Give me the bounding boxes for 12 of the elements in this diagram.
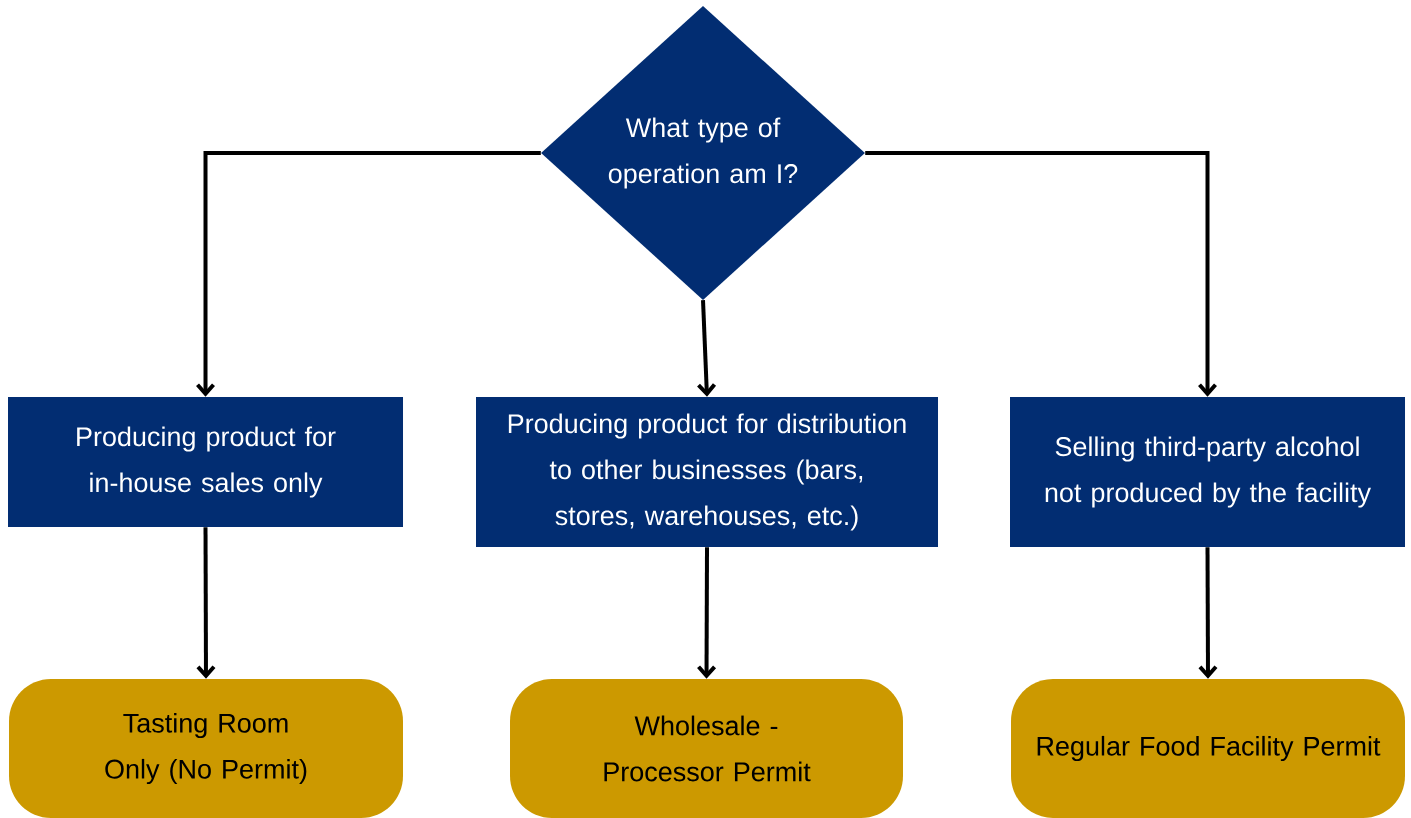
result-pill: Regular Food Facility Permit: [1011, 679, 1405, 818]
process-box: Selling third-party alcohol not produced by the facility: [1010, 397, 1405, 547]
process-box: Producing product for in-house sales only: [8, 397, 403, 527]
arrow: [196, 527, 216, 679]
process-box: Producing product for distribution to other businesses (bars, stores, warehouses, etc.): [476, 397, 938, 547]
arrow: [697, 547, 717, 679]
arrow: [196, 151, 541, 397]
result-pill: Tasting Room Only (No Permit): [9, 679, 403, 818]
result-pill: Wholesale - Processor Permit: [510, 679, 903, 818]
arrow: [1198, 547, 1218, 679]
arrow: [865, 151, 1217, 397]
arrow: [697, 300, 717, 397]
